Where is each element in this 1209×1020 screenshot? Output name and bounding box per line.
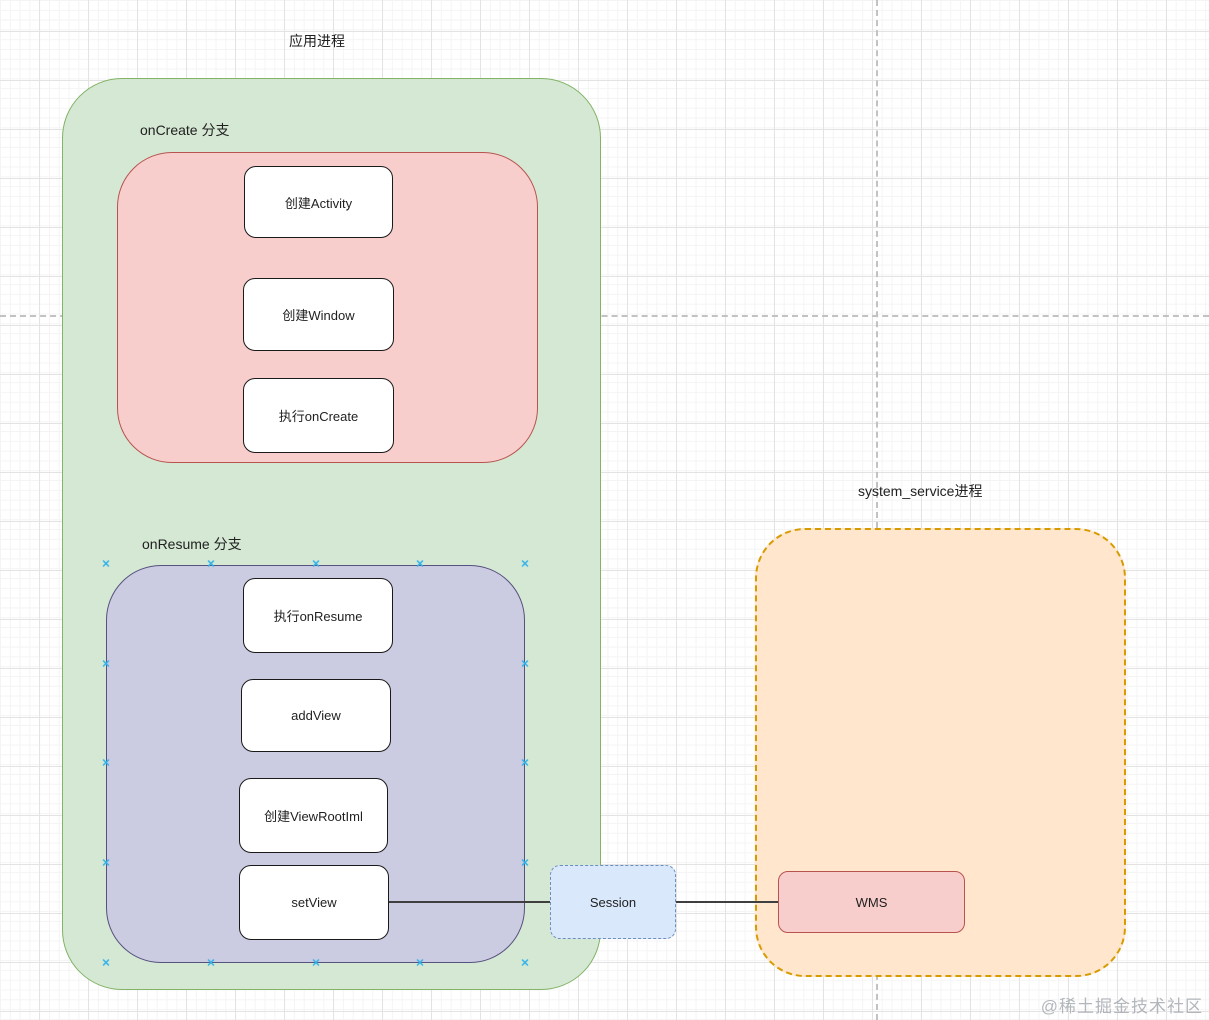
node-exec-oncreate[interactable]: 执行onCreate xyxy=(243,378,394,453)
connection-point-icon[interactable]: ✕ xyxy=(520,857,530,870)
onresume-branch-label: onResume 分支 xyxy=(142,536,242,552)
node-create-viewrootiml[interactable]: 创建ViewRootIml xyxy=(239,778,388,853)
oncreate-branch-label: onCreate 分支 xyxy=(140,122,230,138)
node-create-activity[interactable]: 创建Activity xyxy=(244,166,393,238)
edge-session-to-wms[interactable] xyxy=(676,901,778,903)
page-boundary-vertical xyxy=(876,0,878,1020)
connection-point-icon[interactable]: ✕ xyxy=(101,857,111,870)
app-process-title: 应用进程 xyxy=(289,33,345,49)
connection-point-icon[interactable]: ✕ xyxy=(206,558,216,571)
node-addview[interactable]: addView xyxy=(241,679,391,752)
connection-point-icon[interactable]: ✕ xyxy=(101,558,111,571)
connection-point-icon[interactable]: ✕ xyxy=(415,558,425,571)
connection-point-icon[interactable]: ✕ xyxy=(520,757,530,770)
node-create-window[interactable]: 创建Window xyxy=(243,278,394,351)
connection-point-icon[interactable]: ✕ xyxy=(415,957,425,970)
connection-point-icon[interactable]: ✕ xyxy=(311,957,321,970)
connection-point-icon[interactable]: ✕ xyxy=(520,957,530,970)
connection-point-icon[interactable]: ✕ xyxy=(520,558,530,571)
connection-point-icon[interactable]: ✕ xyxy=(101,957,111,970)
node-setview[interactable]: setView xyxy=(239,865,389,940)
connection-point-icon[interactable]: ✕ xyxy=(520,658,530,671)
connection-point-icon[interactable]: ✕ xyxy=(311,558,321,571)
node-session[interactable]: Session xyxy=(550,865,676,939)
node-wms[interactable]: WMS xyxy=(778,871,965,933)
watermark: @稀土掘金技术社区 xyxy=(1040,997,1203,1016)
system-service-title: system_service进程 xyxy=(858,483,983,499)
page-boundary-horizontal xyxy=(0,315,1209,317)
edge-setview-to-session[interactable] xyxy=(389,901,550,903)
node-exec-onresume[interactable]: 执行onResume xyxy=(243,578,393,653)
connection-point-icon[interactable]: ✕ xyxy=(101,757,111,770)
connection-point-icon[interactable]: ✕ xyxy=(206,957,216,970)
connection-point-icon[interactable]: ✕ xyxy=(101,658,111,671)
